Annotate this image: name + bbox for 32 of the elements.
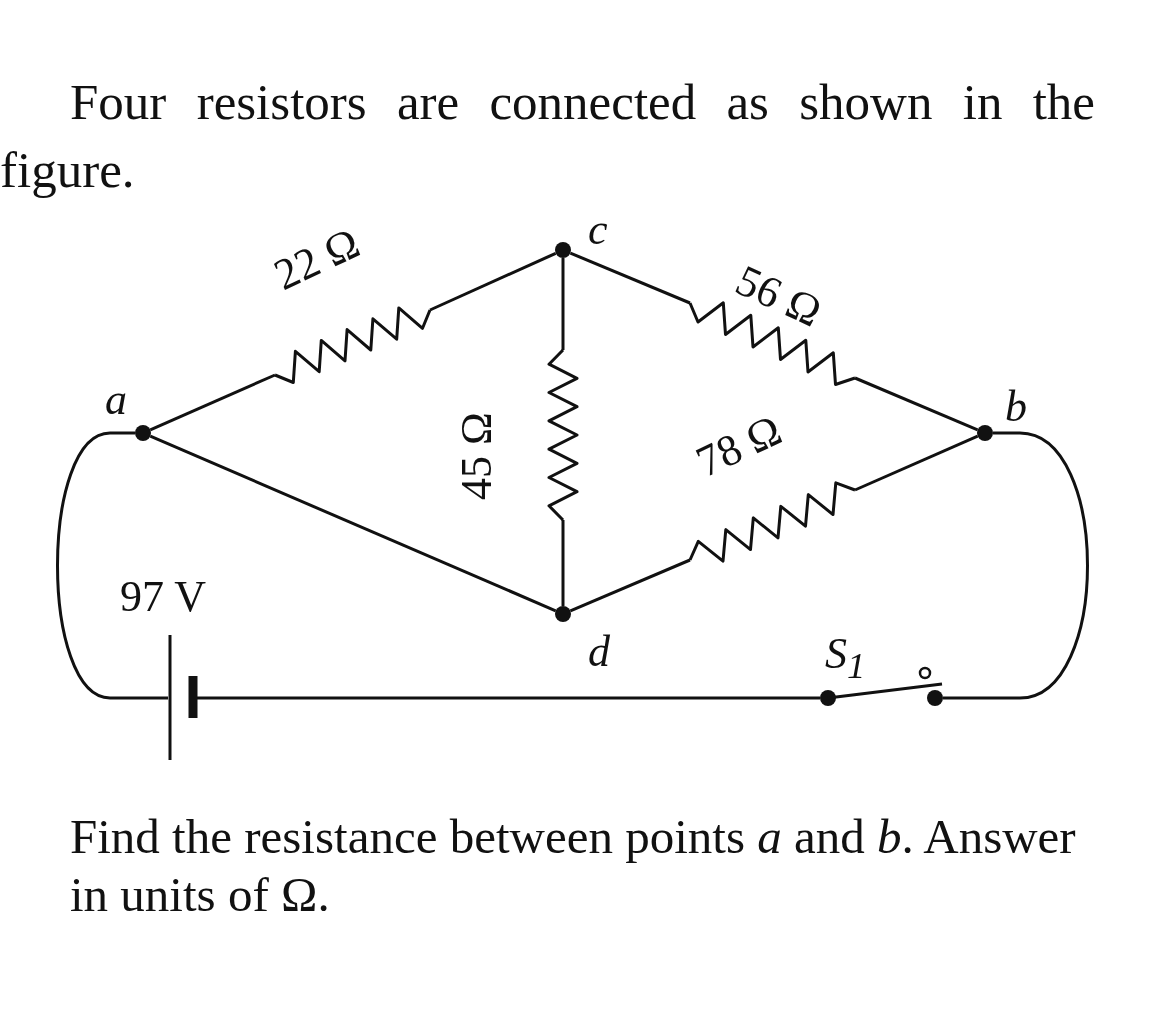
problem-text: Four resistors are connected as shown in the figure. bbox=[0, 73, 1095, 200]
switch-label: S$_{1}$ bbox=[825, 632, 866, 685]
junction-dot bbox=[555, 242, 571, 258]
question-text: Find the resistance between points a and b. Answer in units of Ω. bbox=[70, 808, 1077, 924]
node-label: a bbox=[105, 378, 127, 422]
junction-dot bbox=[555, 606, 571, 622]
wire bbox=[854, 434, 979, 492]
resistor-symbol bbox=[688, 481, 856, 563]
resistance-label: 45 Ω bbox=[455, 412, 499, 500]
resistor-symbol bbox=[547, 348, 579, 522]
junction-dot bbox=[135, 425, 151, 441]
battery-symbol bbox=[168, 635, 198, 760]
voltage-label: 97 V bbox=[120, 575, 206, 619]
resistance-label: 22 Ω bbox=[268, 220, 367, 298]
wire bbox=[569, 558, 691, 613]
node-label: c bbox=[588, 208, 608, 252]
wire bbox=[854, 376, 979, 432]
wire bbox=[149, 373, 276, 432]
wire bbox=[56, 431, 168, 700]
node-label: d bbox=[588, 630, 610, 674]
wire bbox=[149, 434, 557, 613]
wire bbox=[429, 251, 557, 312]
node-label: b bbox=[1005, 385, 1027, 429]
wire bbox=[943, 431, 1089, 700]
wire bbox=[561, 520, 565, 606]
wire bbox=[197, 696, 820, 700]
resistance-label: 56 Ω bbox=[729, 258, 828, 335]
wire bbox=[561, 258, 565, 350]
resistor-symbol bbox=[274, 306, 432, 384]
resistance-label: 78 Ω bbox=[690, 407, 789, 485]
junction-dot bbox=[977, 425, 993, 441]
wire bbox=[569, 251, 691, 305]
